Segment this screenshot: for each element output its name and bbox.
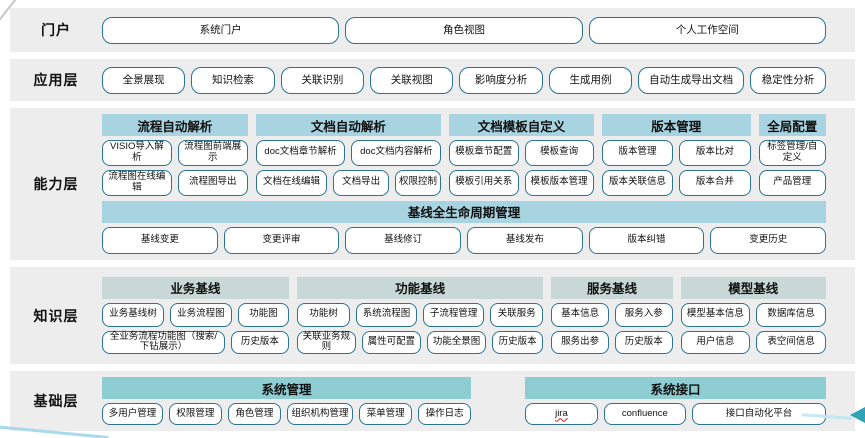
- diagram-box: 流程图前端展示: [177, 140, 248, 166]
- layer-band-portal: 门户 系统门户角色视图个人工作空间: [10, 8, 855, 52]
- diagram-box: 菜单管理: [359, 403, 413, 425]
- diagram-box: jira: [525, 403, 598, 425]
- diagram-box: 业务基线树: [102, 302, 164, 327]
- section-header: 文档模板自定义: [449, 114, 594, 136]
- diagram-box: 变更评审: [223, 226, 340, 254]
- diagram-box: 服务入参: [614, 302, 673, 327]
- diagram-box: 角色视图: [345, 16, 583, 44]
- diagram-box: 流程图在线编辑: [102, 169, 172, 196]
- diagram-box: 服务出参: [551, 330, 609, 355]
- section-header: 功能基线: [296, 276, 544, 299]
- section-header: 全局配置: [758, 114, 826, 136]
- diagram-box: 多用户管理: [102, 403, 163, 425]
- diagram-box: 模板引用关系: [449, 169, 519, 196]
- diagram-box: 版本合并: [679, 169, 751, 196]
- diagram-box: 影响度分析: [459, 66, 543, 94]
- diagram-box: 组织机构管理: [286, 403, 354, 425]
- diagram-box: 流程图导出: [177, 169, 248, 196]
- section-header: 服务基线: [551, 276, 673, 299]
- diagram-box: 表空间信息: [756, 330, 827, 355]
- diagram-box: 基线变更: [102, 226, 218, 254]
- diagram-box: 权限管理: [168, 403, 222, 425]
- diagram-box: 生成用例: [548, 66, 633, 94]
- diagram-box: 历史版本: [491, 330, 544, 355]
- layer-label-foundation: 基础层: [33, 393, 79, 409]
- section-header: 基线全生命周期管理: [102, 200, 826, 223]
- diagram-box: 业务流程图: [169, 302, 232, 327]
- layer-label-portal: 门户: [41, 22, 71, 38]
- diagram-box: 子流程管理: [423, 302, 485, 327]
- diagram-box: 个人工作空间: [588, 16, 826, 44]
- diagram-box: doc文档内容解析: [351, 140, 442, 166]
- left-arrow-icon: [850, 407, 865, 423]
- diagram-box: 功能树: [296, 302, 351, 327]
- section-header: 流程自动解析: [102, 114, 248, 136]
- diagram-box: confluence: [603, 403, 687, 425]
- diagram-box: 属性可配置: [361, 330, 421, 355]
- section-header: 文档自动解析: [255, 114, 442, 136]
- layer-band-app: 应用层 全景展现知识检索关联识别关联视图影响度分析生成用例自动生成导出文档稳定性分…: [10, 59, 855, 101]
- layer-band-knowledge: 知识层业务基线业务基线树业务流程图功能图全业务流程功能图（搜索/下钻展示）历史版…: [10, 267, 855, 364]
- layer-label-capability: 能力层: [33, 176, 79, 192]
- diagram-box: 文档在线编辑: [255, 169, 328, 196]
- diagram-box: 自动生成导出文档: [638, 66, 745, 94]
- diagram-box: 模板章节配置: [449, 140, 519, 166]
- layer-band-foundation: 基础层 系统管理多用户管理权限管理角色管理组织机构管理菜单管理操作日志 系统接口 ji…: [10, 371, 855, 431]
- diagram-box: 稳定性分析: [750, 66, 826, 94]
- diagram-box: 关联服务: [490, 302, 544, 327]
- diagram-box: 模型基本信息: [680, 302, 751, 327]
- diagram-box: 功能图: [237, 302, 289, 327]
- diagram-box: 版本管理: [601, 140, 674, 166]
- diagram-box: 版本比对: [679, 140, 751, 166]
- section-header: 业务基线: [102, 276, 289, 299]
- diagram-box: 产品管理: [758, 169, 826, 196]
- diagram-box: doc文档章节解析: [255, 140, 346, 166]
- diagram-box: 历史版本: [614, 330, 673, 355]
- diagram-box: 基线发布: [467, 226, 583, 254]
- diagram-box: 系统门户: [102, 16, 340, 44]
- diagram-box: 操作日志: [418, 403, 472, 425]
- section-header: 系统接口: [525, 377, 826, 399]
- diagram-box: VISIO导入解析: [102, 140, 172, 166]
- diagram-box: 全业务流程功能图（搜索/下钻展示）: [102, 330, 225, 355]
- diagram-box: 基本信息: [551, 302, 609, 327]
- layer-band-capability: 能力层 流程自动解析 VISIO导入解析流程图前端展示流程图在线编辑流程图导出 文档自…: [10, 108, 855, 260]
- diagram-box: 功能全景图: [426, 330, 486, 355]
- diagram-box: 文档导出: [333, 169, 389, 196]
- diagram-box: 权限控制: [394, 169, 442, 196]
- diagram-box: 版本纠错: [588, 226, 705, 254]
- diagram-box: 全景展现: [102, 66, 186, 94]
- diagram-box: 系统流程图: [356, 302, 418, 327]
- diagram-box: 用户信息: [680, 330, 751, 355]
- diagram-box: 关联识别: [280, 66, 365, 94]
- architecture-diagram: 门户 系统门户角色视图个人工作空间应用层 全景展现知识检索关联识别关联视图影响度分析…: [10, 8, 855, 438]
- diagram-box: 变更历史: [710, 226, 827, 254]
- diagram-box: 模板查询: [524, 140, 594, 166]
- diagram-box: 标签管理/自定义: [758, 140, 826, 166]
- diagram-box: 模板版本管理: [524, 169, 594, 196]
- layer-label-app: 应用层: [33, 72, 79, 88]
- diagram-box: 版本关联信息: [601, 169, 674, 196]
- diagram-box: 基线修订: [345, 226, 462, 254]
- section-header: 模型基线: [680, 276, 827, 299]
- diagram-box: 关联业务规则: [296, 330, 356, 355]
- section-header: 系统管理: [102, 377, 472, 399]
- diagram-box: 历史版本: [230, 330, 289, 355]
- section-header: 版本管理: [601, 114, 751, 136]
- diagram-box: 数据库信息: [756, 302, 827, 327]
- diagram-box: 知识检索: [191, 66, 275, 94]
- diagram-box: 角色管理: [227, 403, 281, 425]
- layer-label-knowledge: 知识层: [33, 307, 79, 324]
- diagram-box: 关联视图: [370, 66, 454, 94]
